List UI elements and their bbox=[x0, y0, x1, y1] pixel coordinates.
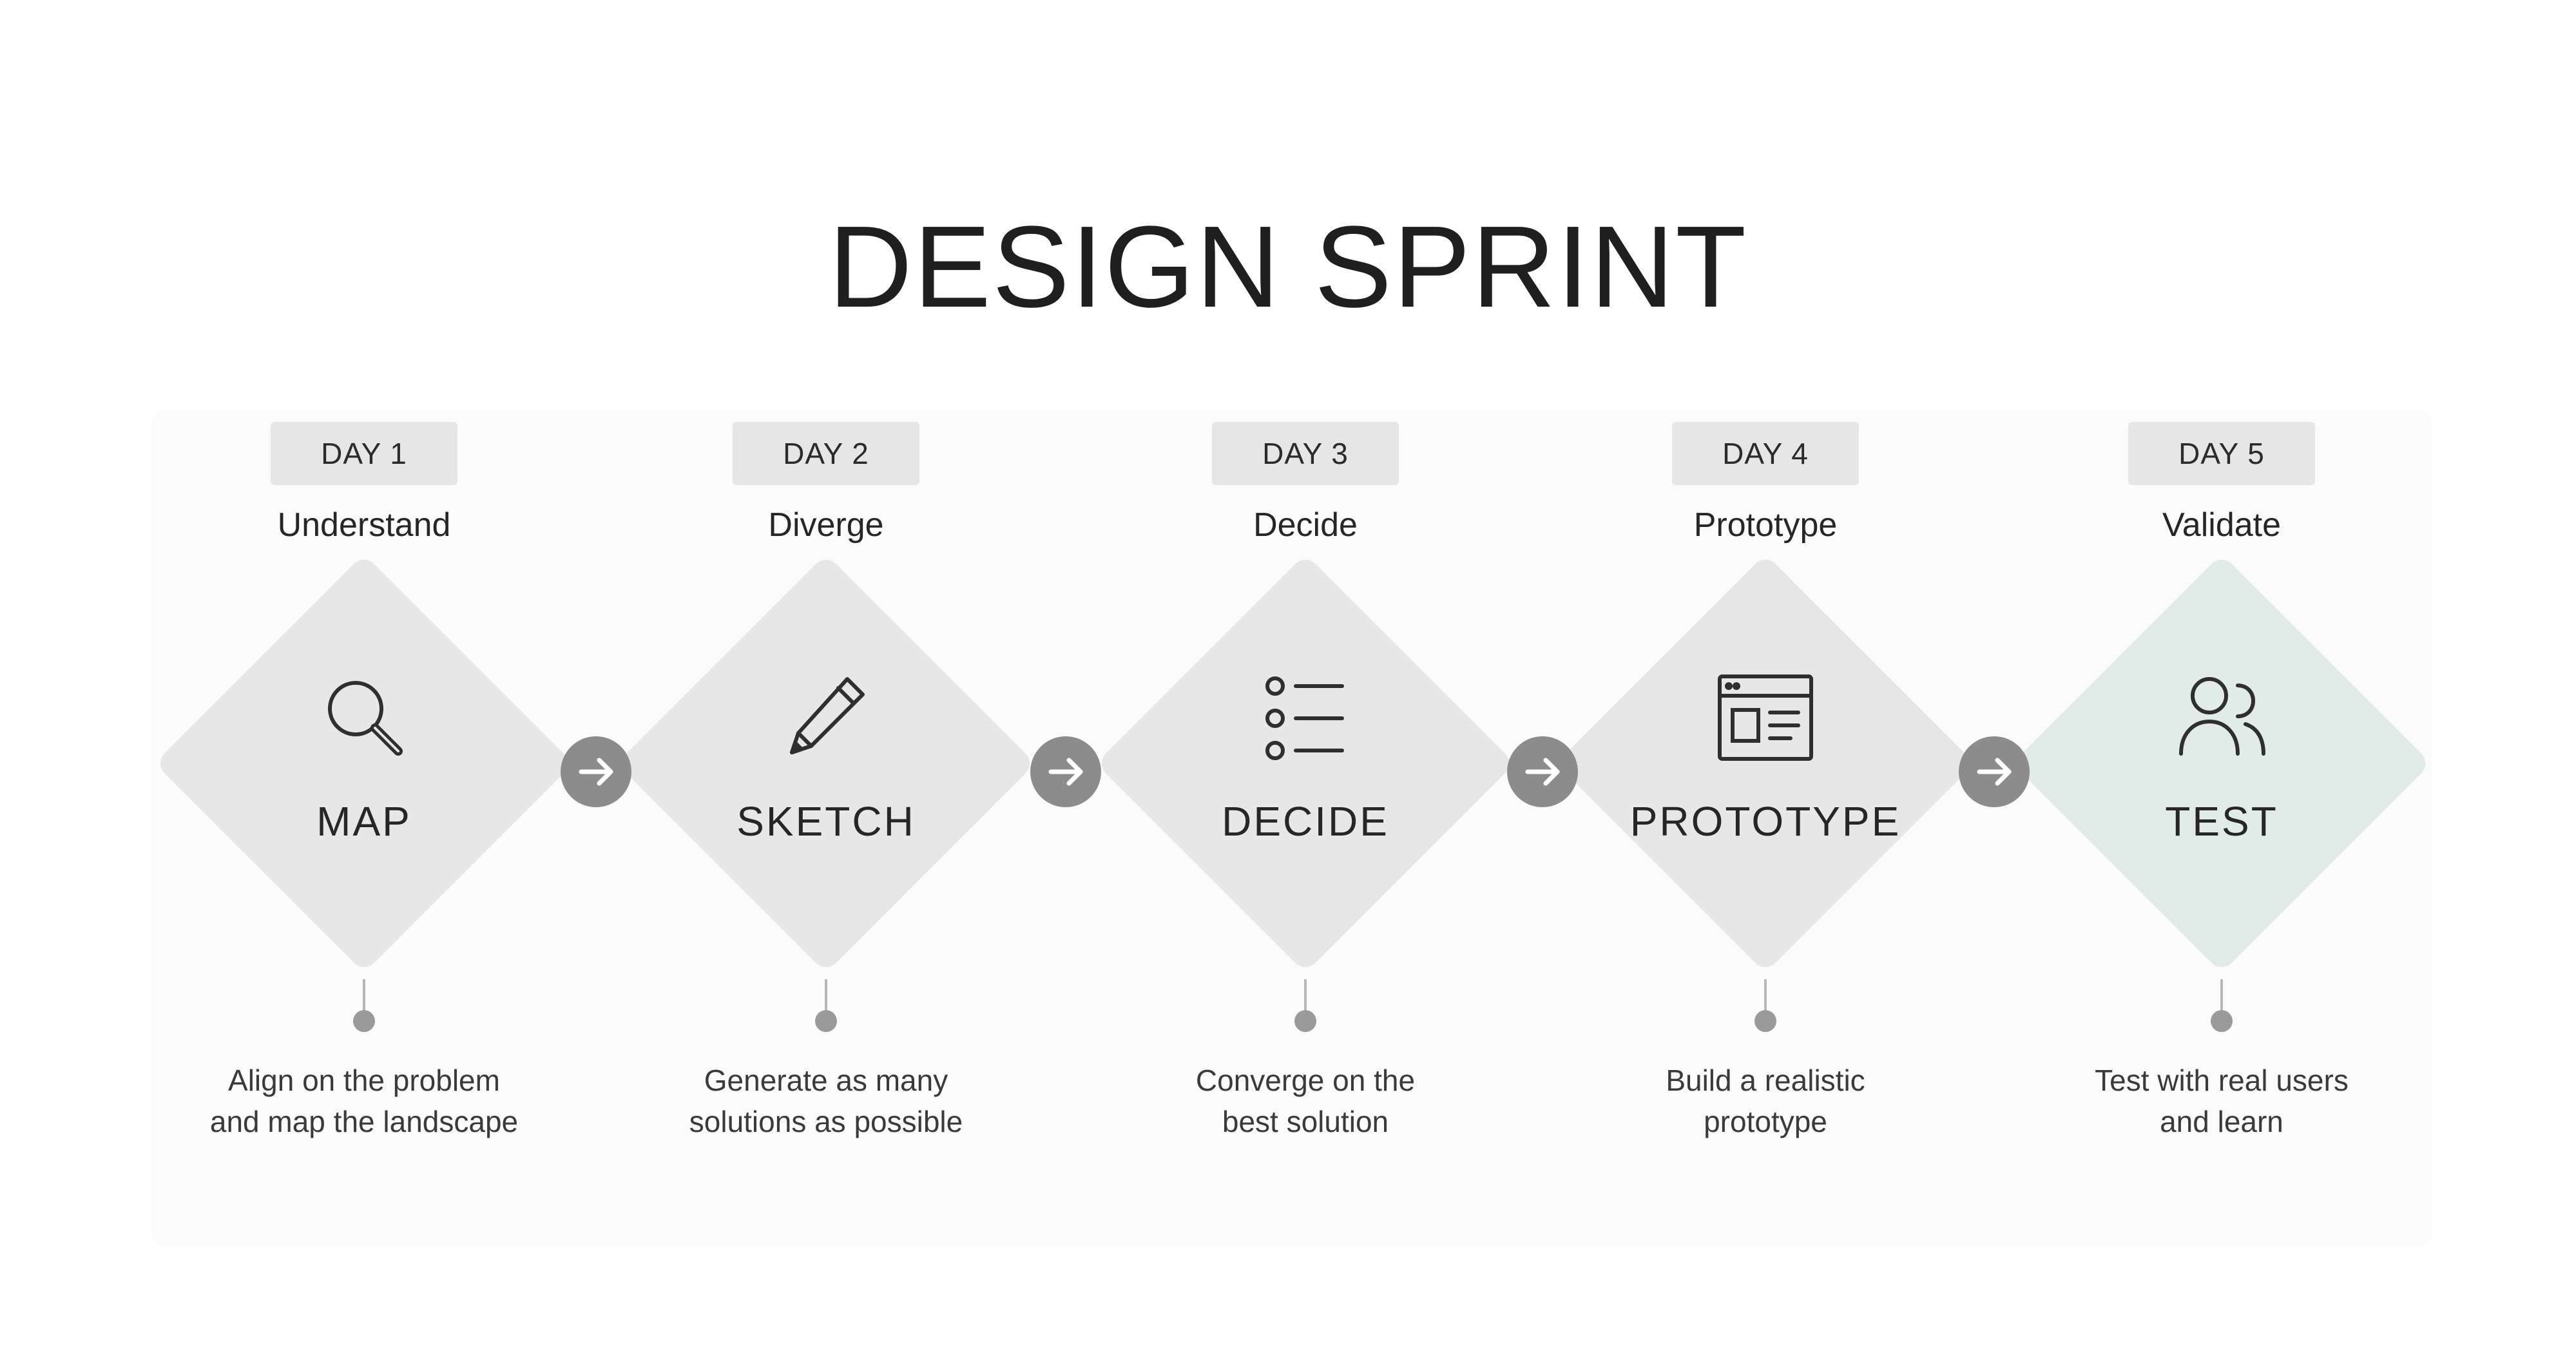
step-label: TEST bbox=[2165, 798, 2278, 845]
step-description: Converge on the best solution bbox=[1099, 1060, 1512, 1142]
description-line: Generate as many bbox=[704, 1064, 948, 1097]
connector-stem bbox=[1764, 979, 1767, 1018]
connector-stem bbox=[825, 979, 827, 1018]
step-label: SKETCH bbox=[736, 798, 916, 845]
description-line: Align on the problem bbox=[228, 1064, 500, 1097]
step-decide: DAY 3 Decide DECIDE Converge on the best… bbox=[1095, 0, 1515, 1224]
description-line: best solution bbox=[1222, 1105, 1389, 1138]
step-label: MAP bbox=[316, 798, 412, 845]
arrow-right-icon bbox=[1030, 736, 1101, 807]
step-description: Generate as many solutions as possible bbox=[620, 1060, 1032, 1142]
description-line: prototype bbox=[1704, 1105, 1827, 1138]
arrow-right-icon bbox=[1959, 736, 2030, 807]
description-line: Test with real users bbox=[2095, 1064, 2349, 1097]
browser-window-icon bbox=[1717, 670, 1814, 767]
step-map: DAY 1 Understand MAP Align on the proble… bbox=[154, 0, 574, 1224]
list-icon bbox=[1257, 670, 1354, 767]
description-line: solutions as possible bbox=[689, 1105, 963, 1138]
description-line: Converge on the bbox=[1195, 1064, 1416, 1097]
step-prototype: DAY 4 Prototype PROTOTYPE Build a realis… bbox=[1555, 0, 1975, 1224]
connector-dot bbox=[2211, 1010, 2233, 1032]
phase-name: Validate bbox=[2162, 506, 2282, 544]
connector-stem bbox=[2220, 979, 2223, 1018]
description-line: and map the landscape bbox=[209, 1105, 519, 1138]
description-line: Build a realistic bbox=[1666, 1064, 1865, 1097]
phase-name: Prototype bbox=[1693, 506, 1838, 544]
arrow-right-icon bbox=[1507, 736, 1578, 807]
arrow-right-icon bbox=[561, 736, 631, 807]
step-description: Align on the problem and map the landsca… bbox=[158, 1060, 570, 1142]
connector-stem bbox=[363, 979, 365, 1018]
day-badge: DAY 5 bbox=[2128, 422, 2315, 485]
step-sketch: DAY 2 Diverge SKETCH Generate as many so… bbox=[616, 0, 1036, 1224]
day-badge: DAY 4 bbox=[1672, 422, 1859, 485]
step-test: DAY 5 Validate TEST Test with real users… bbox=[2012, 0, 2432, 1224]
page-title: DESIGN SPRINT bbox=[828, 202, 1748, 332]
connector-dot bbox=[815, 1010, 837, 1032]
step-label: PROTOTYPE bbox=[1629, 798, 1901, 845]
connector-dot bbox=[353, 1010, 375, 1032]
day-badge: DAY 3 bbox=[1212, 422, 1399, 485]
phase-name: Diverge bbox=[768, 506, 884, 544]
connector-stem bbox=[1304, 979, 1307, 1018]
users-icon bbox=[2173, 670, 2270, 767]
phase-name: Decide bbox=[1253, 506, 1358, 544]
phase-name: Understand bbox=[277, 506, 451, 544]
connector-dot bbox=[1754, 1010, 1776, 1032]
connector-dot bbox=[1294, 1010, 1316, 1032]
day-badge: DAY 1 bbox=[271, 422, 457, 485]
day-badge: DAY 2 bbox=[733, 422, 919, 485]
step-label: DECIDE bbox=[1222, 798, 1389, 845]
step-description: Build a realistic prototype bbox=[1559, 1060, 1972, 1142]
search-icon bbox=[316, 670, 412, 767]
pencil-icon bbox=[778, 670, 874, 767]
description-line: and learn bbox=[2160, 1105, 2283, 1138]
step-description: Test with real users and learn bbox=[2015, 1060, 2428, 1142]
